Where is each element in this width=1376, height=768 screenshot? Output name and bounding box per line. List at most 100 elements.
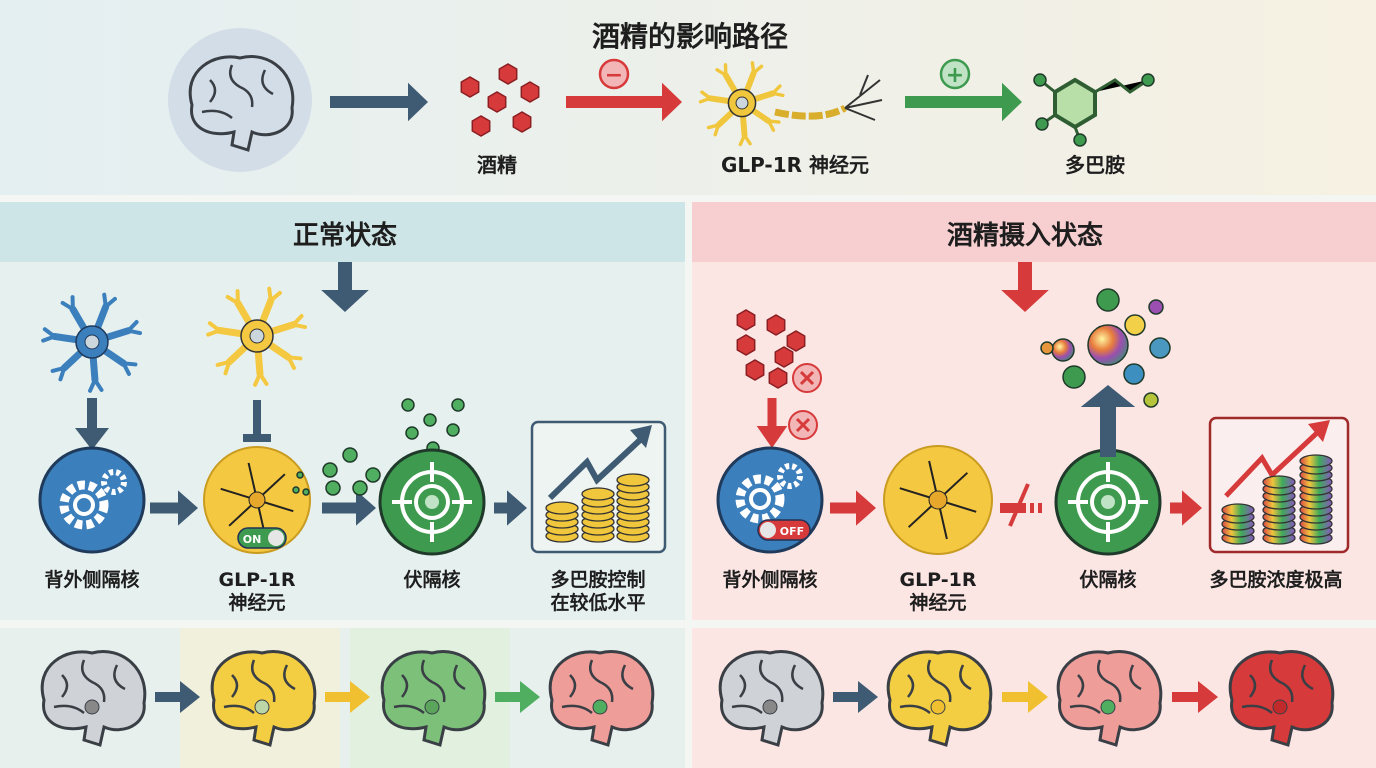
brain-icon <box>1228 650 1335 747</box>
dopamine-dot <box>1124 314 1146 336</box>
alcohol-state-panel: 酒精摄入状态 背外侧隔核 GLP-1R 神经元 伏隔核 多巴胺浓度极高 OFF <box>692 202 1376 620</box>
toggle-label: ON <box>243 533 262 546</box>
dopamine-dot <box>342 447 358 463</box>
blocked-arrow-icon <box>1000 483 1042 527</box>
dls-label: 背外侧隔核 <box>722 568 817 591</box>
gear-icon <box>735 463 803 524</box>
dopamine-dot <box>401 398 415 412</box>
glp-label-sub: 神经元 <box>909 591 966 614</box>
dopamine-dot <box>322 462 338 478</box>
alcohol-header: 酒精摄入状态 <box>947 220 1103 251</box>
dopamine-dot <box>352 480 368 496</box>
brain-icon <box>210 650 317 747</box>
arrow-icon <box>1172 681 1218 713</box>
alcohol-molecule-icon <box>460 63 540 137</box>
arrow-icon <box>322 490 376 526</box>
brain-icon <box>548 650 655 747</box>
dopamine-dot <box>451 398 465 412</box>
coin-stack-icon <box>1262 475 1296 545</box>
nac-label: 伏隔核 <box>403 568 460 591</box>
brain-icon <box>40 650 147 747</box>
alcohol-label: 酒精 <box>477 153 517 177</box>
hexagon-icon <box>512 111 532 133</box>
coin-stack-icon <box>545 501 579 543</box>
dopamine-dot <box>1035 117 1049 131</box>
panel-header <box>692 202 1376 262</box>
dopamine-dot <box>302 488 310 496</box>
dopamine-dot <box>292 486 300 494</box>
nac-label: 伏隔核 <box>1079 568 1136 591</box>
hexagon-icon <box>498 63 518 85</box>
arrow-icon <box>150 490 198 526</box>
arrow-icon <box>756 398 788 448</box>
gear-icon <box>59 469 127 530</box>
arrow-icon <box>494 490 527 526</box>
brain-icon <box>380 650 487 747</box>
dopamine-dot <box>365 467 381 483</box>
hexagon-icon <box>745 359 765 381</box>
dopamine-dot <box>1143 392 1159 408</box>
arrow-icon <box>833 681 878 713</box>
dopamine-dot <box>1073 133 1087 147</box>
glp-label: GLP-1R <box>218 569 295 591</box>
dls-label: 背外侧隔核 <box>44 568 139 591</box>
result-label-sub: 在较低水平 <box>550 591 645 614</box>
arrow-icon <box>1170 490 1202 526</box>
arrow-icon <box>1080 385 1136 457</box>
neuron-icon <box>698 61 785 147</box>
glp1r-neuron-icon <box>698 61 883 147</box>
neuron-label: GLP-1R 神经元 <box>721 153 869 177</box>
nucleus-accumbens-icon <box>378 448 486 556</box>
plus-icon <box>939 58 971 90</box>
result-label: 多巴胺浓度极高 <box>1209 568 1342 591</box>
arrow-icon <box>155 681 200 713</box>
dopamine-dot <box>423 413 437 427</box>
main-title: 酒精的影响路径 <box>592 20 788 53</box>
dopamine-dot <box>1141 73 1155 87</box>
glp-label: GLP-1R <box>899 569 976 591</box>
coin-stack-icon <box>616 473 650 543</box>
neuron-icon <box>206 286 308 387</box>
bottom-summary <box>0 628 1376 768</box>
dopamine-dot <box>405 426 419 440</box>
dopamine-dot <box>1087 324 1129 366</box>
arrow-icon <box>75 398 109 450</box>
inhibit-bar-icon <box>243 400 271 442</box>
dopamine-dot <box>1062 365 1086 389</box>
coin-stack-icon <box>1299 454 1333 545</box>
result-label: 多巴胺控制 <box>550 568 645 591</box>
hexagon-icon <box>736 309 756 331</box>
coin-stack-icon <box>581 487 615 543</box>
arrow-icon <box>1001 262 1049 312</box>
top-section: 酒精的影响路径 酒精 − GLP-1R 神经元 + 多巴胺 <box>0 0 1376 195</box>
neuron-lines <box>899 460 977 540</box>
dopamine-label: 多巴胺 <box>1065 153 1125 177</box>
arrow-icon <box>330 82 428 122</box>
arrow-icon <box>330 82 428 122</box>
blocked-x-icon <box>792 363 822 393</box>
hexagon-icon <box>774 346 794 368</box>
hexagon-icon <box>520 81 540 103</box>
hexagon-icon <box>766 314 786 336</box>
blocked-x-icon <box>788 410 818 440</box>
hexagon-icon <box>460 76 480 98</box>
minus-icon <box>598 58 630 90</box>
hexagon-icon <box>471 115 491 137</box>
brain-icon <box>1056 650 1163 747</box>
panel-header <box>0 202 685 262</box>
dopamine-dot <box>1149 337 1171 359</box>
brain-icon <box>886 650 993 747</box>
trend-arrow-icon <box>547 437 643 501</box>
dopamine-dot <box>1096 288 1120 312</box>
dopamine-dot <box>1033 73 1047 87</box>
dopamine-dot <box>296 471 304 479</box>
dopamine-dot <box>1040 341 1054 355</box>
neuron-lines <box>220 462 294 538</box>
activate-arrow-icon <box>905 82 1022 122</box>
normal-header: 正常状态 <box>293 220 397 251</box>
arrow-icon <box>905 82 1022 122</box>
inhibit-arrow-icon <box>566 82 682 122</box>
brain-icon <box>188 55 295 152</box>
dopamine-molecule-icon <box>1033 73 1155 147</box>
